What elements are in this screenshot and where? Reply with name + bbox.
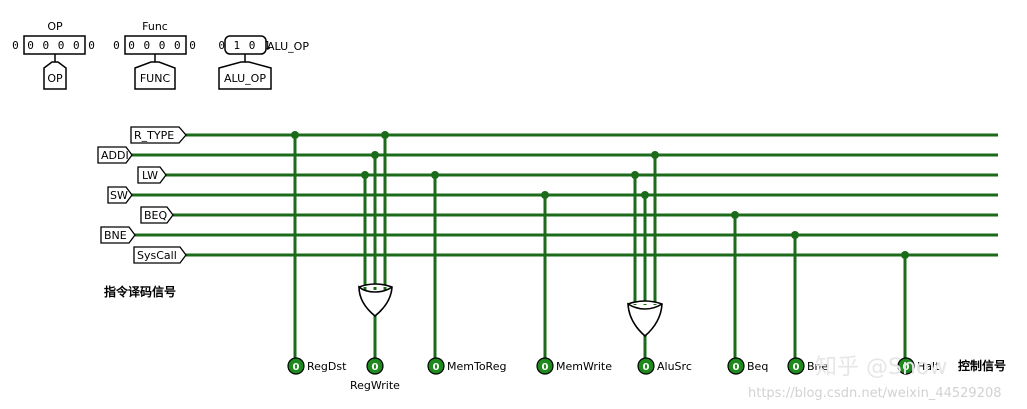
alu-op-pin-group: 0 1 0 1 ALU_OP ALU_OP bbox=[218, 35, 309, 90]
output-value-regwrite: 0 bbox=[372, 362, 379, 373]
watermark-url: https://blog.csdn.net/weixin_44529208 bbox=[748, 386, 1002, 401]
decode-signals-label: 指令译码信号 bbox=[104, 284, 176, 299]
func-tunnel bbox=[134, 61, 176, 90]
output-label-halt: Halt bbox=[917, 360, 940, 373]
output-pin-bne bbox=[787, 357, 805, 375]
or-gate-alusrc bbox=[627, 300, 663, 338]
output-memtoreg: 0 MemToReg bbox=[427, 357, 506, 375]
output-label-bne: Bne bbox=[807, 360, 829, 373]
output-regwrite: 0 RegWrite bbox=[350, 357, 400, 392]
op-tunnel bbox=[43, 61, 67, 90]
output-bne: 0 Bne bbox=[787, 357, 829, 375]
tunnel-beq-label: BEQ bbox=[144, 209, 167, 222]
output-pin-memwrite bbox=[536, 357, 554, 375]
func-pin-title: Func bbox=[142, 20, 168, 33]
op-pin-title: OP bbox=[47, 20, 63, 33]
tunnel-bne-label: BNE bbox=[104, 229, 127, 242]
output-regdst: 0 RegDst bbox=[287, 357, 347, 375]
signal-buses bbox=[131, 133, 998, 257]
alu-op-tunnel-label: ALU_OP bbox=[224, 72, 266, 85]
output-label-memwrite: MemWrite bbox=[556, 360, 612, 373]
tunnel-addi-label: ADDI bbox=[101, 149, 129, 162]
alu-op-bits: 0 1 0 1 bbox=[218, 39, 271, 52]
output-pin-beq bbox=[727, 357, 745, 375]
output-value-bne: 0 bbox=[793, 362, 800, 373]
tunnel-lw bbox=[137, 166, 167, 184]
op-tunnel-label: OP bbox=[47, 72, 63, 85]
tunnel-bne bbox=[100, 226, 136, 244]
output-beq: 0 Beq bbox=[727, 357, 768, 375]
output-label-beq: Beq bbox=[747, 360, 768, 373]
op-bits[interactable]: 0 0 0 0 0 0 bbox=[12, 39, 96, 52]
tunnel-sw-label: SW bbox=[110, 189, 128, 202]
output-value-memwrite: 0 bbox=[542, 362, 549, 373]
watermark-text: 知乎 @Snow bbox=[815, 355, 947, 380]
output-pin-regwrite bbox=[366, 357, 384, 375]
alu-op-side-label: ALU_OP bbox=[267, 40, 309, 53]
tunnel-sw bbox=[107, 186, 133, 204]
output-probes: 0 RegDst 0 RegWrite 0 MemToReg 0 MemWrit… bbox=[287, 357, 940, 392]
output-value-alusrc: 0 bbox=[643, 362, 650, 373]
alu-op-tunnel bbox=[218, 61, 272, 90]
output-memwrite: 0 MemWrite bbox=[536, 357, 612, 375]
input-tunnels: R_TYPE ADDI LW SW BEQ BNE SysCall bbox=[97, 126, 187, 264]
output-value-beq: 0 bbox=[733, 362, 740, 373]
tunnel-syscall-label: SysCall bbox=[137, 249, 177, 262]
tunnel-addi bbox=[97, 146, 133, 164]
tunnel-r-type-label: R_TYPE bbox=[134, 129, 174, 142]
output-pin-halt bbox=[897, 357, 915, 375]
func-pin-group: Func 0 0 0 0 0 0 FUNC bbox=[113, 20, 197, 90]
output-pin-alusrc bbox=[637, 357, 655, 375]
tunnel-lw-label: LW bbox=[142, 169, 158, 182]
output-pin-regdst bbox=[287, 357, 305, 375]
output-label-regwrite: RegWrite bbox=[350, 379, 400, 392]
tunnel-beq bbox=[140, 206, 174, 224]
output-label-regdst: RegDst bbox=[307, 360, 347, 373]
vertical-wires bbox=[293, 135, 907, 358]
output-halt: 0 Halt bbox=[897, 357, 940, 375]
output-label-alusrc: AluSrc bbox=[657, 360, 692, 373]
output-pin-memtoreg bbox=[427, 357, 445, 375]
func-bits[interactable]: 0 0 0 0 0 0 bbox=[113, 39, 197, 52]
tunnel-r-type bbox=[130, 126, 187, 144]
tunnel-syscall bbox=[133, 246, 187, 264]
output-alusrc: 0 AluSrc bbox=[637, 357, 692, 375]
output-value-regdst: 0 bbox=[293, 362, 300, 373]
func-tunnel-label: FUNC bbox=[140, 72, 171, 85]
output-value-memtoreg: 0 bbox=[433, 362, 440, 373]
junction-dots bbox=[291, 131, 909, 259]
output-label-memtoreg: MemToReg bbox=[447, 360, 506, 373]
op-pin-group: OP 0 0 0 0 0 0 OP bbox=[12, 20, 96, 90]
control-signals-label: 控制信号 bbox=[958, 358, 1006, 373]
output-value-halt: 0 bbox=[903, 362, 910, 373]
or-gate-regwrite bbox=[358, 283, 393, 318]
